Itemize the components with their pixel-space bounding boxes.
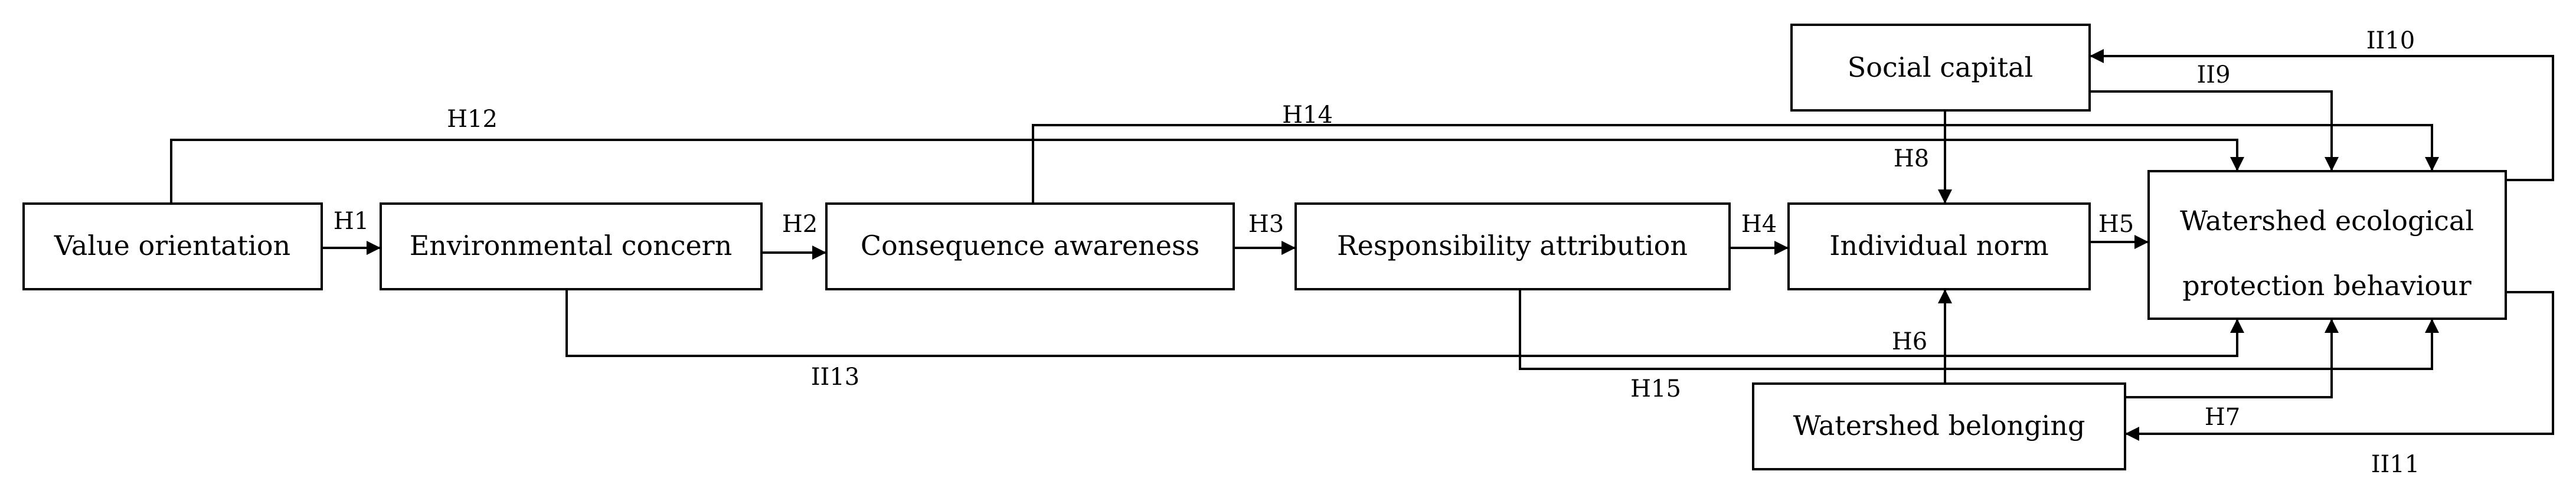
label-h9: II9 bbox=[2196, 61, 2230, 89]
node-label: Environmental concern bbox=[410, 230, 733, 261]
node-label: Social capital bbox=[1848, 51, 2033, 83]
node-box bbox=[1294, 202, 1731, 290]
edge-h11 bbox=[2125, 291, 2554, 441]
node-responsibility-attribution: Responsibility attribution bbox=[1294, 202, 1731, 290]
node-environmental-concern: Environmental concern bbox=[380, 202, 763, 290]
label-h5: H5 bbox=[2098, 211, 2134, 238]
edge-h7 bbox=[2125, 319, 2339, 398]
label-h2: H2 bbox=[782, 211, 818, 238]
node-box bbox=[1752, 382, 2126, 470]
label-h7: H7 bbox=[2205, 404, 2240, 431]
node-social-capital: Social capital bbox=[1790, 24, 2091, 112]
node-label-line2: protection behaviour bbox=[2182, 270, 2471, 302]
node-label: Watershed belonging bbox=[1793, 410, 2085, 441]
edge-h13 bbox=[565, 289, 2244, 357]
label-h11: II11 bbox=[2371, 451, 2420, 478]
node-label-line1: Watershed ecological bbox=[2180, 205, 2474, 237]
node-box bbox=[1787, 202, 2091, 290]
label-h12: H12 bbox=[447, 106, 498, 133]
label-h1: H1 bbox=[334, 208, 369, 235]
hypothesis-labels: H1 H2 H3 H4 H5 H6 H7 H8 II9 II10 II11 H1… bbox=[334, 27, 2420, 478]
node-box bbox=[825, 202, 1235, 290]
label-h13: II13 bbox=[811, 364, 860, 391]
label-h10: II10 bbox=[2366, 27, 2415, 54]
label-h6: H6 bbox=[1892, 328, 1927, 355]
edge-h9 bbox=[2090, 90, 2339, 171]
node-label: Individual norm bbox=[1829, 230, 2048, 261]
node-box bbox=[22, 202, 323, 290]
label-h4: H4 bbox=[1741, 211, 1777, 238]
edge-h10 bbox=[2090, 49, 2554, 181]
node-label: Consequence awareness bbox=[861, 230, 1199, 261]
node-individual-norm: Individual norm bbox=[1787, 202, 2091, 290]
node-box bbox=[380, 202, 763, 290]
node-box bbox=[1790, 24, 2091, 112]
edge-h12 bbox=[170, 139, 2244, 204]
node-box bbox=[2147, 170, 2507, 320]
edges bbox=[170, 49, 2554, 441]
node-value-orientation: Value orientation bbox=[22, 202, 323, 290]
label-h8: H8 bbox=[1894, 145, 1929, 172]
node-label: Value orientation bbox=[54, 230, 290, 261]
label-h3: H3 bbox=[1248, 211, 1284, 238]
node-label: Responsibility attribution bbox=[1337, 230, 1688, 261]
node-watershed-belonging: Watershed belonging bbox=[1752, 382, 2126, 470]
node-consequence-awareness: Consequence awareness bbox=[825, 202, 1235, 290]
label-h14: H14 bbox=[1282, 102, 1333, 129]
edge-h14 bbox=[1032, 124, 2439, 204]
edge-h15 bbox=[1519, 289, 2439, 370]
node-watershed-ecological-protection-behaviour: Watershed ecological protection behaviou… bbox=[2147, 170, 2507, 320]
label-h15: H15 bbox=[1630, 375, 1681, 403]
